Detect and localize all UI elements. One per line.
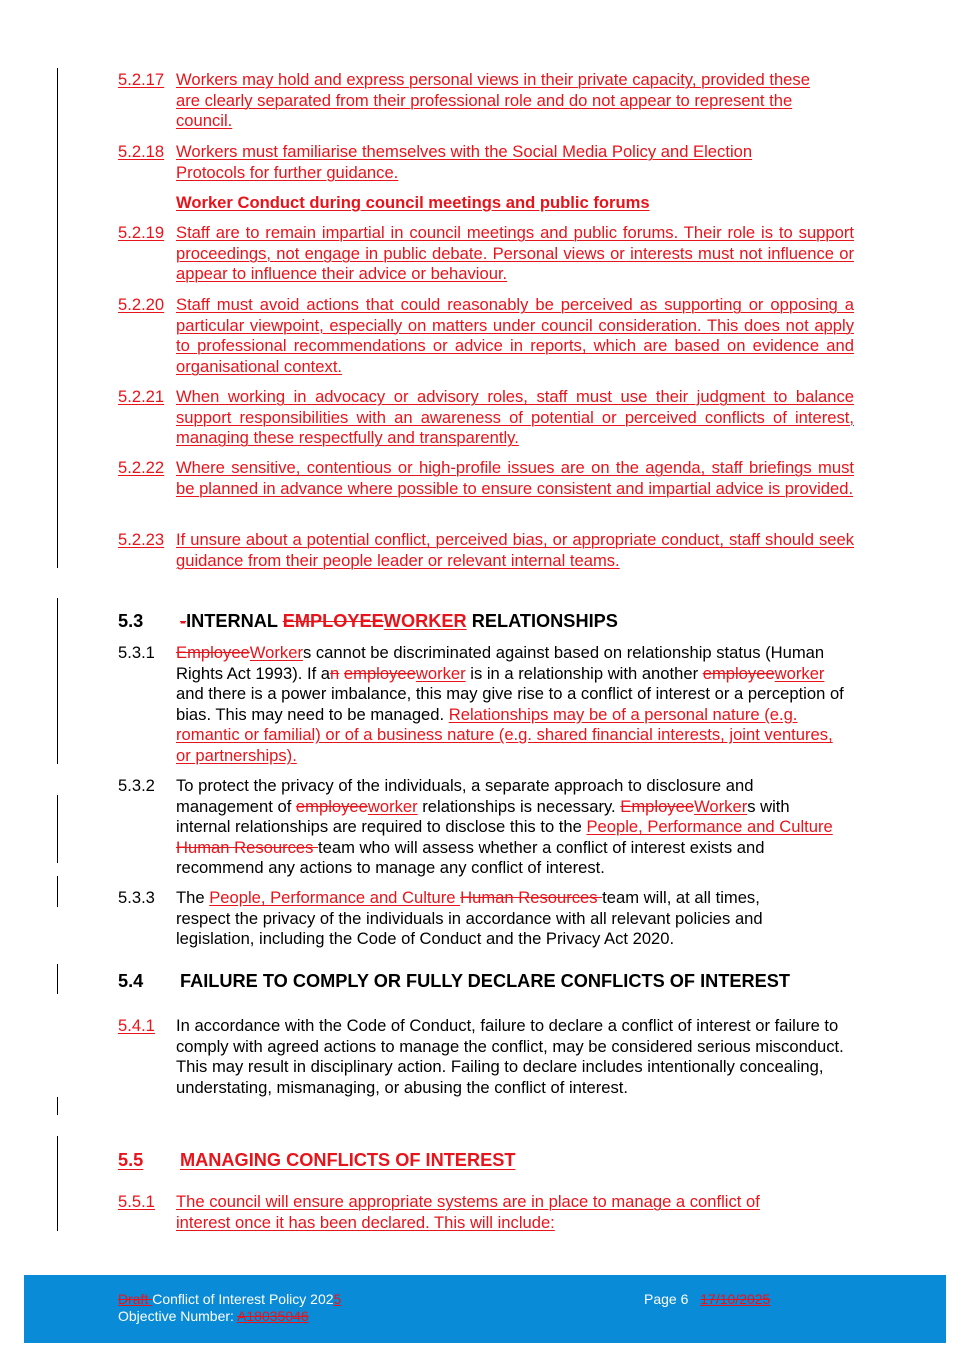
body-text: team who will assess whether a conflict … xyxy=(176,837,765,878)
clause-number: 5.4.1 xyxy=(118,1016,155,1035)
footer-page-number: Page 6 xyxy=(644,1291,693,1307)
section-title: INTERNAL xyxy=(186,611,283,631)
body-text: relationships is necessary. xyxy=(417,796,621,816)
clause-number: 5.3.1 xyxy=(118,643,155,662)
page-footer: Draft Conflict of Interest Policy 2025 O… xyxy=(24,1275,946,1343)
clause-5-4-1: 5.4.1 In accordance with the Code of Con… xyxy=(118,1016,854,1098)
section-number: 5.5 xyxy=(118,1150,144,1170)
section-number: 5.3 xyxy=(118,611,144,631)
inserted-text: People, Performance and Culture xyxy=(586,817,833,837)
deleted-text: employee xyxy=(295,796,368,816)
deleted-text: Human Resources xyxy=(460,888,603,907)
clause-text: Workers must familiarise themselves with… xyxy=(176,142,753,182)
clause-text: In accordance with the Code of Conduct, … xyxy=(176,1016,844,1097)
clause-5-3-1: 5.3.1 EmployeeWorkers cannot be discrimi… xyxy=(118,643,854,767)
footer-page-info: Page 6 17/10/2025 xyxy=(644,1291,770,1308)
clause-text: To protect the privacy of the individual… xyxy=(176,776,844,879)
clause-text: The People, Performance and Culture Huma… xyxy=(176,888,816,950)
deleted-text: EMPLOYEE xyxy=(282,611,384,631)
clause-5-5-1: 5.5.1 The council will ensure appropriat… xyxy=(118,1192,854,1233)
footer-date: 17/10/2025 xyxy=(700,1291,771,1307)
inserted-text: worker xyxy=(774,663,825,683)
clause-5-2-20: 5.2.20 Staff must avoid actions that cou… xyxy=(118,295,854,377)
body-text: and there is a power imbalance, this may… xyxy=(176,684,844,724)
section-heading-5-4: 5.4 FAILURE TO COMPLY OR FULLY DECLARE CO… xyxy=(118,970,790,992)
inserted-text: People, Performance and Culture xyxy=(209,888,461,907)
body-text: team will, at all times, respect the pri… xyxy=(176,888,763,949)
clause-text: Workers may hold and express personal vi… xyxy=(176,70,810,131)
clause-text: Where sensitive, contentious or high-pro… xyxy=(176,458,854,498)
footer-draft-deleted: Draft xyxy=(118,1291,153,1307)
clause-number: 5.2.19 xyxy=(118,223,165,242)
clause-text: If unsure about a potential conflict, pe… xyxy=(176,530,854,570)
section-title: RELATIONSHIPS xyxy=(466,611,618,631)
clause-text: Staff must avoid actions that could reas… xyxy=(176,295,854,376)
footer-objective-line: Objective Number: A18035046 xyxy=(118,1308,341,1325)
clause-number: 5.5.1 xyxy=(118,1192,155,1211)
section-heading-5-5: 5.5 MANAGING CONFLICTS OF INTEREST xyxy=(118,1149,515,1171)
clause-5-3-3: 5.3.3 The People, Performance and Cultur… xyxy=(118,888,854,950)
clause-number: 5.2.23 xyxy=(118,530,165,549)
section-title: FAILURE TO COMPLY OR FULLY DECLARE CONFL… xyxy=(180,971,790,991)
clause-5-2-23: 5.2.23 If unsure about a potential confl… xyxy=(118,530,854,571)
change-bar xyxy=(57,68,58,568)
deleted-text: Employee xyxy=(176,643,250,662)
clause-number: 5.3.3 xyxy=(118,888,155,907)
change-bar xyxy=(57,876,58,907)
body-text: s with internal relationships are requir… xyxy=(176,796,790,837)
footer-document-info: Draft Conflict of Interest Policy 2025 O… xyxy=(118,1291,341,1325)
footer-objective-label: Objective Number: xyxy=(118,1308,238,1324)
clause-number: 5.2.17 xyxy=(118,70,165,89)
clause-number: 5.2.22 xyxy=(118,458,165,477)
inserted-text: worker xyxy=(415,663,466,683)
body-text: The xyxy=(176,888,210,907)
deleted-text: Employee xyxy=(620,796,695,816)
clause-5-2-21: 5.2.21 When working in advocacy or advis… xyxy=(118,387,854,449)
subheading-worker-conduct: Worker Conduct during council meetings a… xyxy=(176,193,650,212)
clause-text: The council will ensure appropriate syst… xyxy=(176,1192,760,1232)
clause-5-2-22: 5.2.22 Where sensitive, contentious or h… xyxy=(118,458,854,499)
footer-doc-title: Conflict of Interest Policy 202 xyxy=(152,1291,334,1307)
change-bar xyxy=(57,1097,58,1115)
change-bar xyxy=(57,1136,58,1231)
clause-text: EmployeeWorkers cannot be discriminated … xyxy=(176,643,852,767)
deleted-text: - xyxy=(180,611,187,631)
clause-5-2-19: 5.2.19 Staff are to remain impartial in … xyxy=(118,223,854,285)
inserted-text: Relationships may be of a personal natur… xyxy=(176,704,833,765)
body-text: s cannot be discriminated against based … xyxy=(176,643,825,683)
clause-number: 5.2.20 xyxy=(118,295,165,314)
change-bar xyxy=(57,964,58,994)
inserted-text: WORKER xyxy=(383,611,467,631)
clause-text: Staff are to remain impartial in council… xyxy=(176,223,854,284)
clause-number: 5.2.18 xyxy=(118,142,165,161)
section-heading-5-3: 5.3 -INTERNAL EMPLOYEEWORKER RELATIONSHIP… xyxy=(118,610,618,632)
change-bar xyxy=(57,795,58,863)
clause-5-2-18: 5.2.18 Workers must familiarise themselv… xyxy=(118,142,854,183)
inserted-text: Worker xyxy=(249,643,303,662)
clause-number: 5.3.2 xyxy=(118,776,155,795)
footer-objective-number: A18035046 xyxy=(237,1308,309,1324)
body-text: is in a relationship with another xyxy=(465,663,703,683)
clause-text: When working in advocacy or advisory rol… xyxy=(176,387,854,448)
deleted-text: employee xyxy=(343,663,416,683)
inserted-text: worker xyxy=(367,796,418,816)
deleted-text: Human Resources xyxy=(176,837,319,857)
change-bar xyxy=(57,598,58,764)
deleted-text: n xyxy=(330,663,340,683)
section-number: 5.4 xyxy=(118,971,144,991)
inserted-text: Worker xyxy=(694,796,748,816)
clause-5-3-2: 5.3.2 To protect the privacy of the indi… xyxy=(118,776,854,879)
deleted-text: employee xyxy=(702,663,775,683)
body-text: To protect the privacy of the individual… xyxy=(176,776,754,816)
clause-number: 5.2.21 xyxy=(118,387,165,406)
footer-title-line: Draft Conflict of Interest Policy 2025 xyxy=(118,1291,341,1308)
footer-year-inserted: 5 xyxy=(333,1291,342,1307)
section-title: MANAGING CONFLICTS OF INTEREST xyxy=(180,1150,516,1170)
clause-5-2-17: 5.2.17 Workers may hold and express pers… xyxy=(118,70,854,132)
